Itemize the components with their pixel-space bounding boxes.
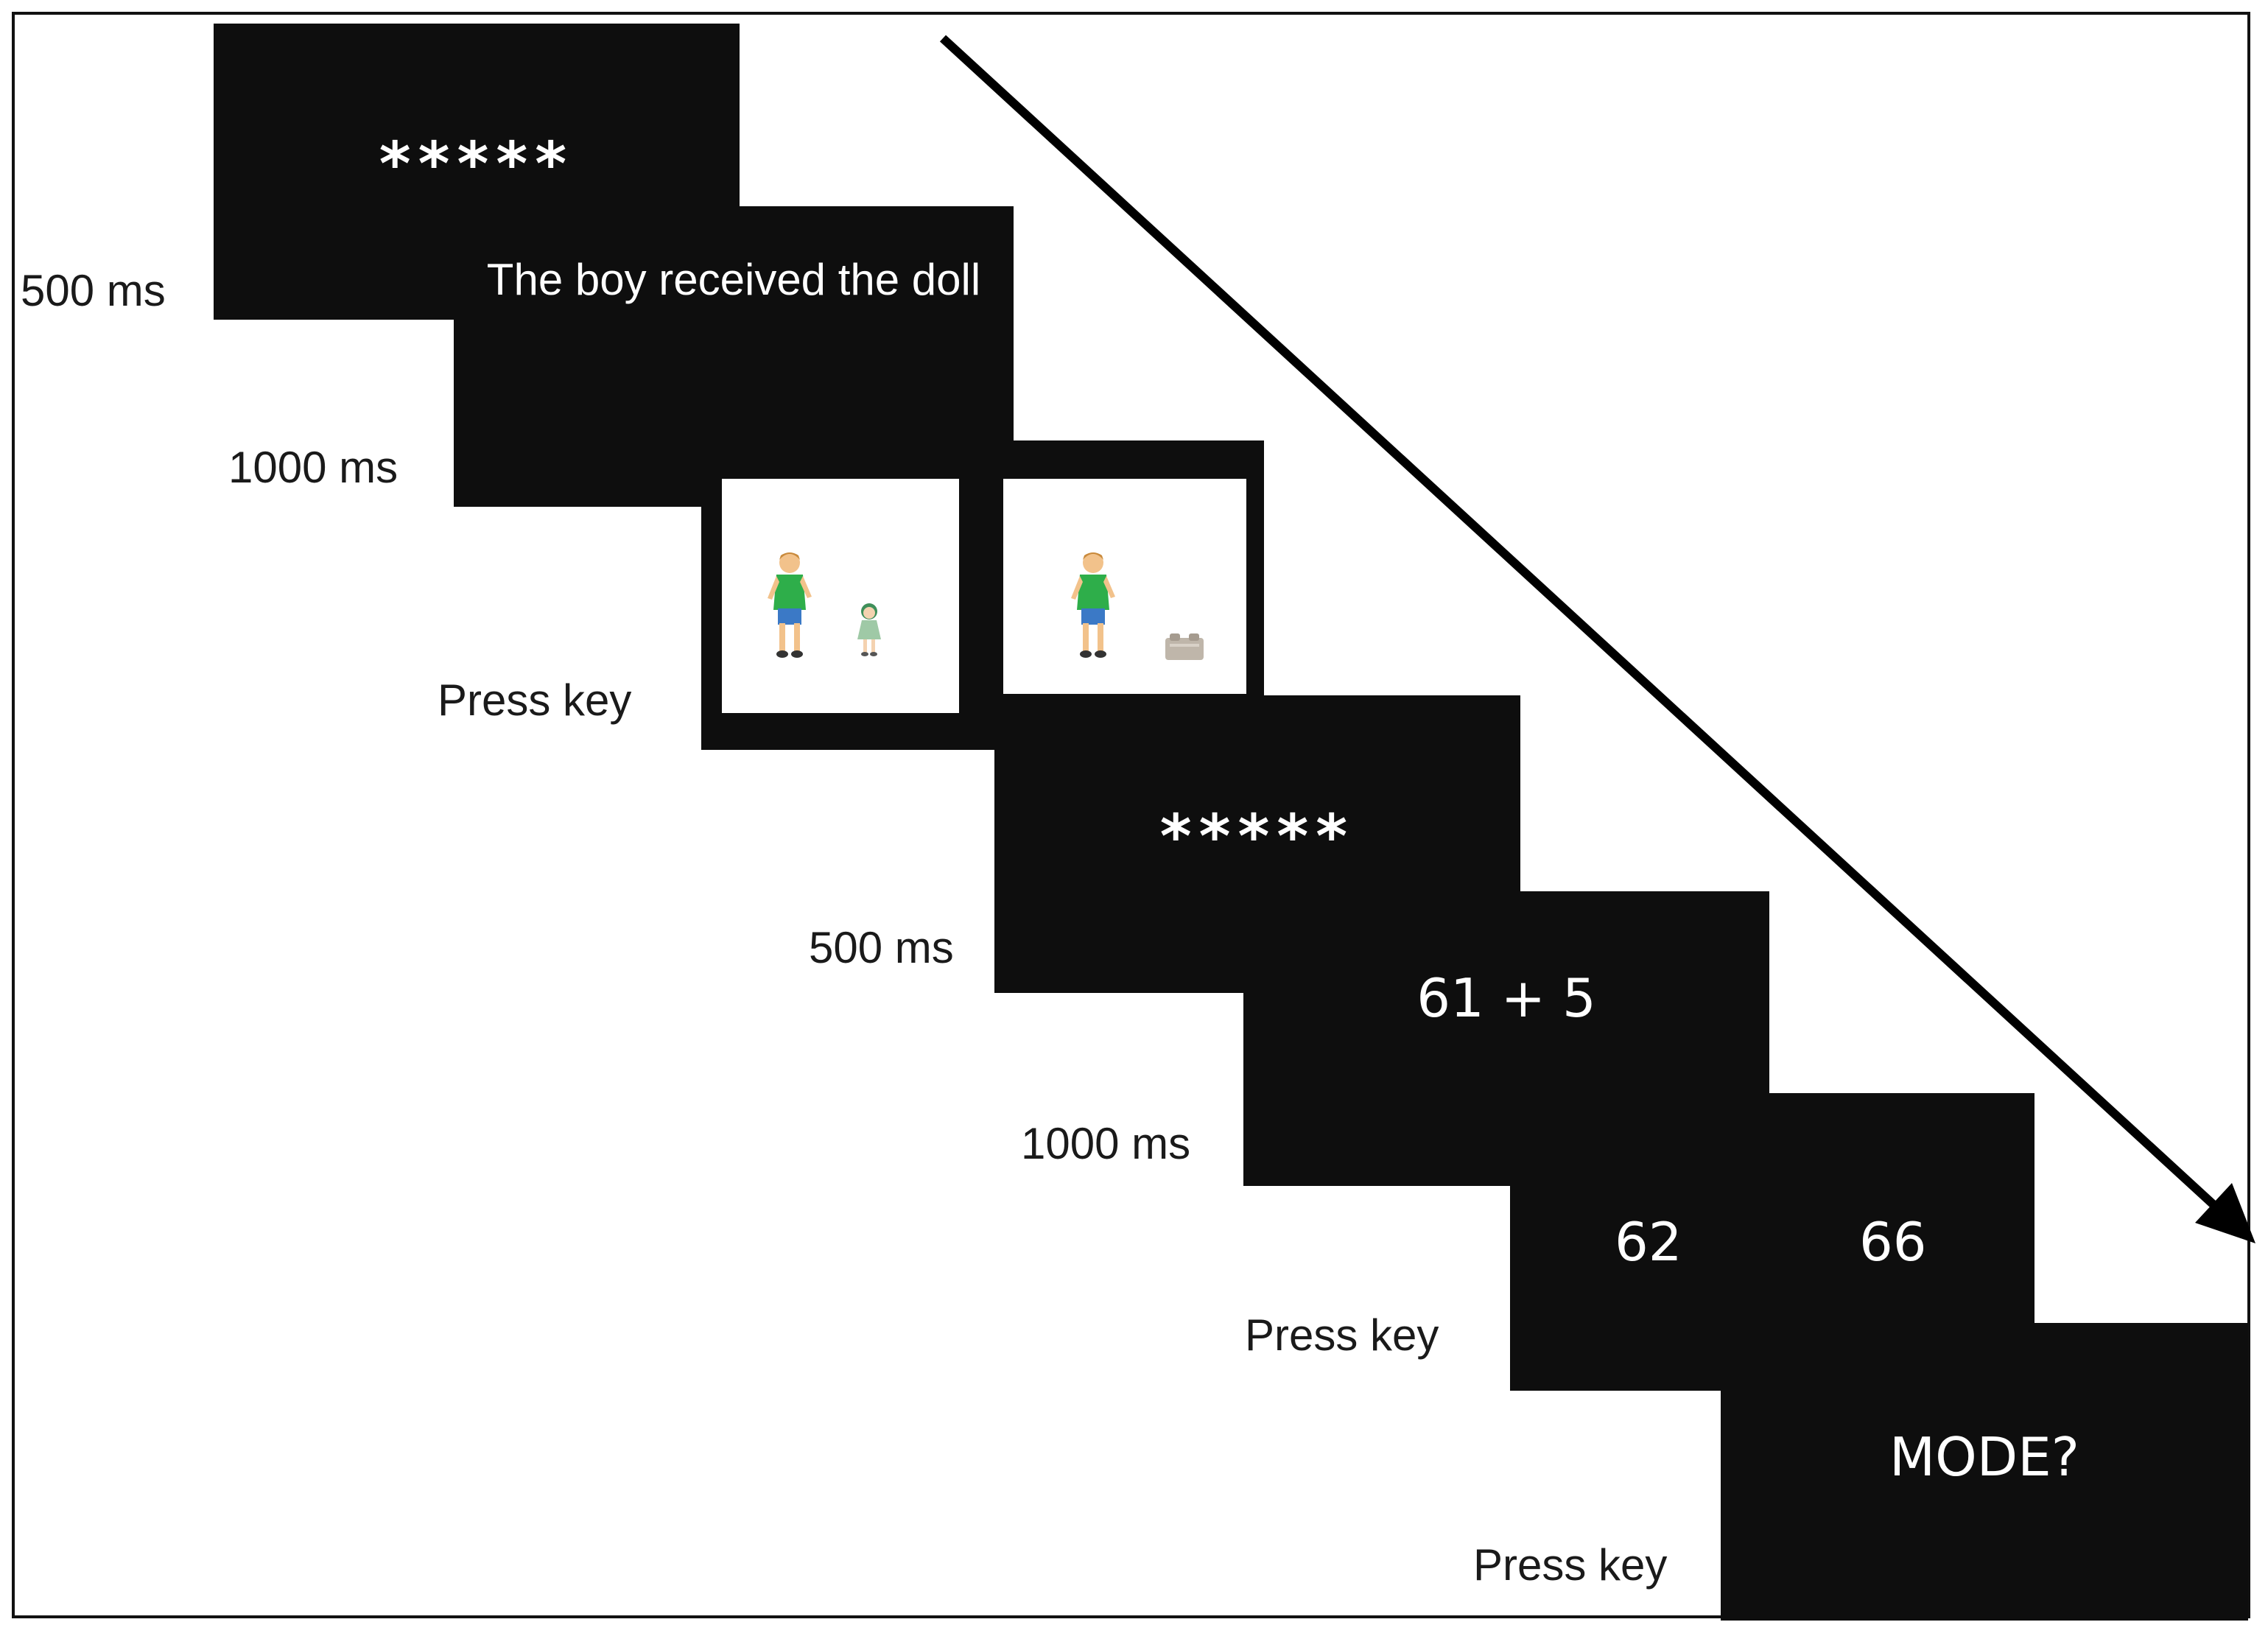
timing-label-fixation-1: 500 ms: [21, 266, 166, 315]
boy-with-doll-picture: [768, 552, 881, 658]
timing-label-sentence: 1000 ms: [228, 443, 399, 492]
figure-frame: [12, 12, 2250, 1618]
timing-label-final-prompt: Press key: [1473, 1540, 1668, 1590]
math-option-left: 62: [1615, 1211, 1682, 1273]
math-problem-text: 61 + 5: [1416, 967, 1596, 1029]
sentence-text: The boy received the doll: [486, 254, 981, 304]
picture-panel-left: [722, 479, 959, 713]
final-prompt-text: MODE?: [1889, 1426, 2079, 1488]
fixation-stars: *****: [1159, 801, 1355, 872]
timing-label-picture-pair: Press key: [438, 675, 632, 725]
timing-label-fixation-2: 500 ms: [809, 923, 954, 972]
boy-figure: [1071, 552, 1115, 658]
boy-figure: [768, 552, 812, 658]
object-figure: [1165, 633, 1204, 660]
doll-figure: [857, 603, 881, 656]
boy-with-object-picture: [1071, 552, 1204, 660]
final-prompt-screen: MODE?: [1721, 1323, 2248, 1621]
math-option-right: 66: [1859, 1211, 1927, 1273]
timing-label-math-options: Press key: [1245, 1310, 1439, 1360]
fixation-stars: *****: [379, 129, 575, 200]
timing-label-math-problem: 1000 ms: [1021, 1119, 1191, 1168]
picture-panel-right: [1003, 479, 1246, 694]
